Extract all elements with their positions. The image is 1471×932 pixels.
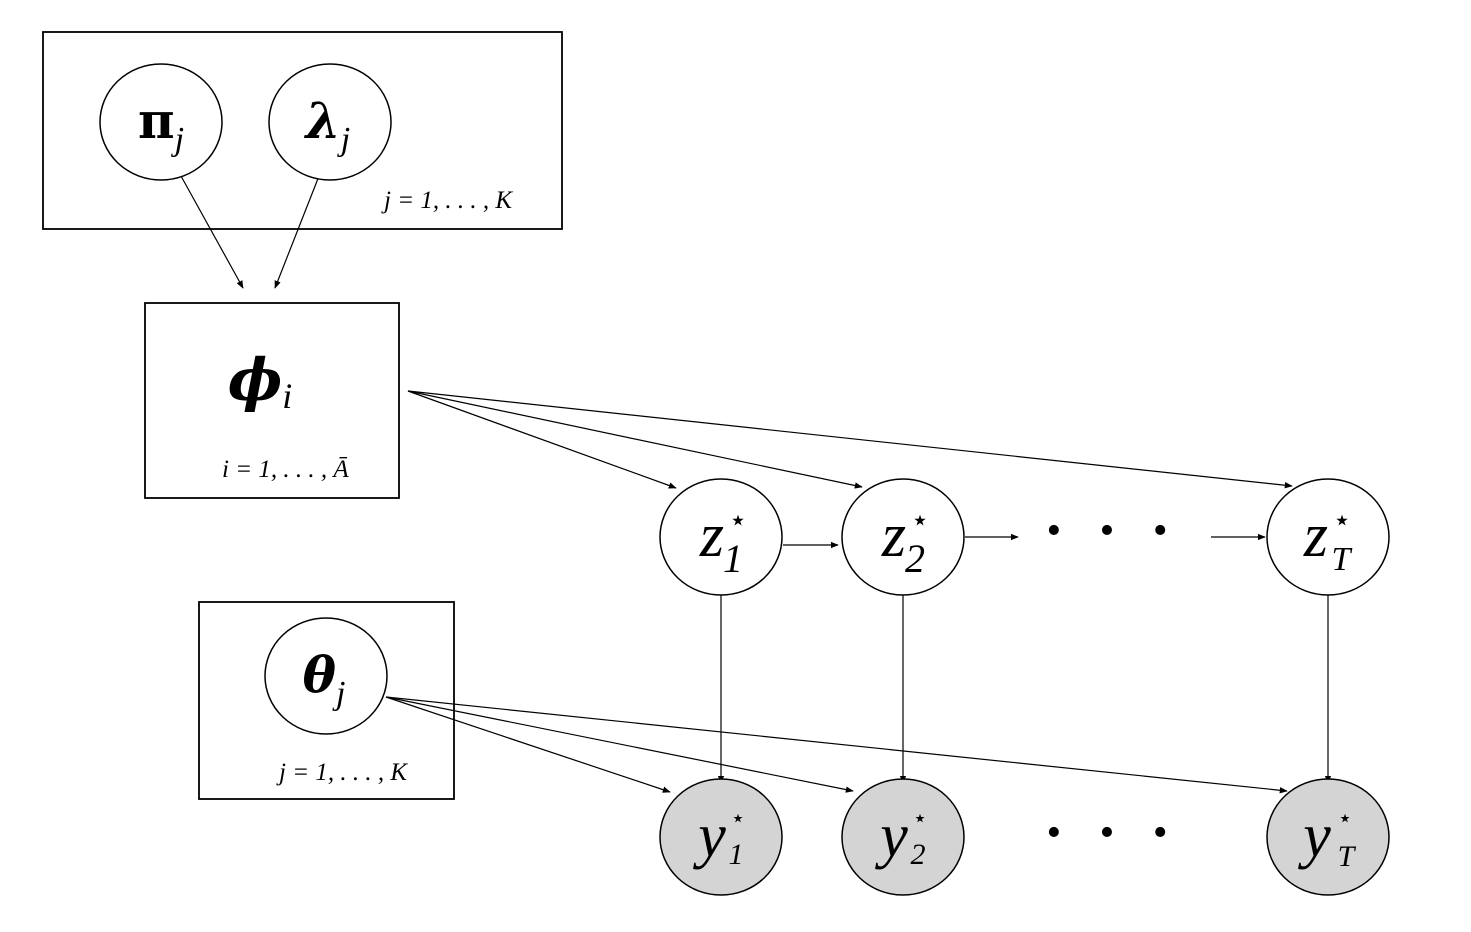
- node-z1-circle: [659, 478, 783, 596]
- node-zT-circle: [1266, 478, 1390, 596]
- plate-theta: [198, 601, 455, 800]
- node-z1-base: z: [699, 502, 724, 570]
- plate-phi-label: i = 1, . . . , Ā: [222, 456, 349, 483]
- node-yT-circle: [1266, 778, 1390, 896]
- plate-phi: [144, 302, 400, 499]
- node-y1-circle: [659, 778, 783, 896]
- plate-prior: [42, 31, 563, 230]
- node-y2-sup: ⋆: [912, 804, 927, 832]
- node-y2-circle: [841, 778, 965, 896]
- node-lambda-circle: [268, 63, 392, 181]
- node-theta-circle: [264, 617, 388, 735]
- edge-pi-to-phi: [180, 175, 244, 289]
- node-pi-label: πj: [138, 91, 184, 158]
- edges: [180, 175, 1332, 794]
- node-lambda-label: λj: [304, 91, 351, 158]
- node-y1-base: y: [692, 802, 726, 870]
- edge-lambda-to-phi: [274, 175, 320, 289]
- y-chain-ellipsis: • • •: [1046, 810, 1181, 856]
- node-y2: y ⋆ 2: [841, 778, 965, 896]
- edge-theta-to-yT: [385, 696, 1288, 794]
- node-phi-label: ϕi: [228, 346, 293, 416]
- edge-theta-to-y2: [385, 696, 854, 793]
- node-theta-label: θj: [303, 645, 346, 712]
- node-z1-sub: 1: [723, 536, 743, 581]
- node-zT-sub: T: [1332, 541, 1353, 578]
- node-y2-sub: 2: [911, 838, 926, 871]
- node-yT: y ⋆ T: [1266, 778, 1390, 896]
- edge-phi-to-z1: [407, 390, 677, 489]
- node-z2-sub: 2: [905, 536, 925, 581]
- node-z2-sup: ⋆: [911, 503, 930, 538]
- plate-theta-label: j = 1, . . . , K: [276, 759, 408, 786]
- node-y1-sub: 1: [729, 838, 744, 871]
- node-z2-circle: [841, 478, 965, 596]
- edge-phi-to-z2: [407, 390, 863, 489]
- node-yT-sup: ⋆: [1337, 804, 1352, 832]
- node-y2-base: y: [874, 802, 908, 870]
- node-zT-base: z: [1303, 502, 1328, 570]
- node-z1: z ⋆ 1: [659, 478, 783, 596]
- node-pi-circle: [99, 63, 223, 181]
- node-phi: ϕi: [228, 346, 293, 416]
- node-yT-sub: T: [1338, 840, 1357, 873]
- edge-theta-to-y1: [385, 696, 671, 793]
- node-y1-sup: ⋆: [730, 804, 745, 832]
- node-z2: z ⋆ 2: [841, 478, 965, 596]
- plate-prior-label: j = 1, . . . , K: [381, 187, 513, 214]
- node-yT-base: y: [1297, 802, 1331, 870]
- node-z2-base: z: [881, 502, 906, 570]
- z-chain-ellipsis: • • •: [1046, 508, 1181, 554]
- node-lambda: λj: [268, 63, 392, 181]
- node-pi: πj: [99, 63, 223, 181]
- node-zT-sup: ⋆: [1333, 503, 1352, 538]
- node-y1: y ⋆ 1: [659, 778, 783, 896]
- edge-phi-to-zT: [407, 390, 1293, 489]
- node-zT: z ⋆ T: [1266, 478, 1390, 596]
- node-z1-sup: ⋆: [729, 503, 748, 538]
- node-theta: θj: [264, 617, 388, 735]
